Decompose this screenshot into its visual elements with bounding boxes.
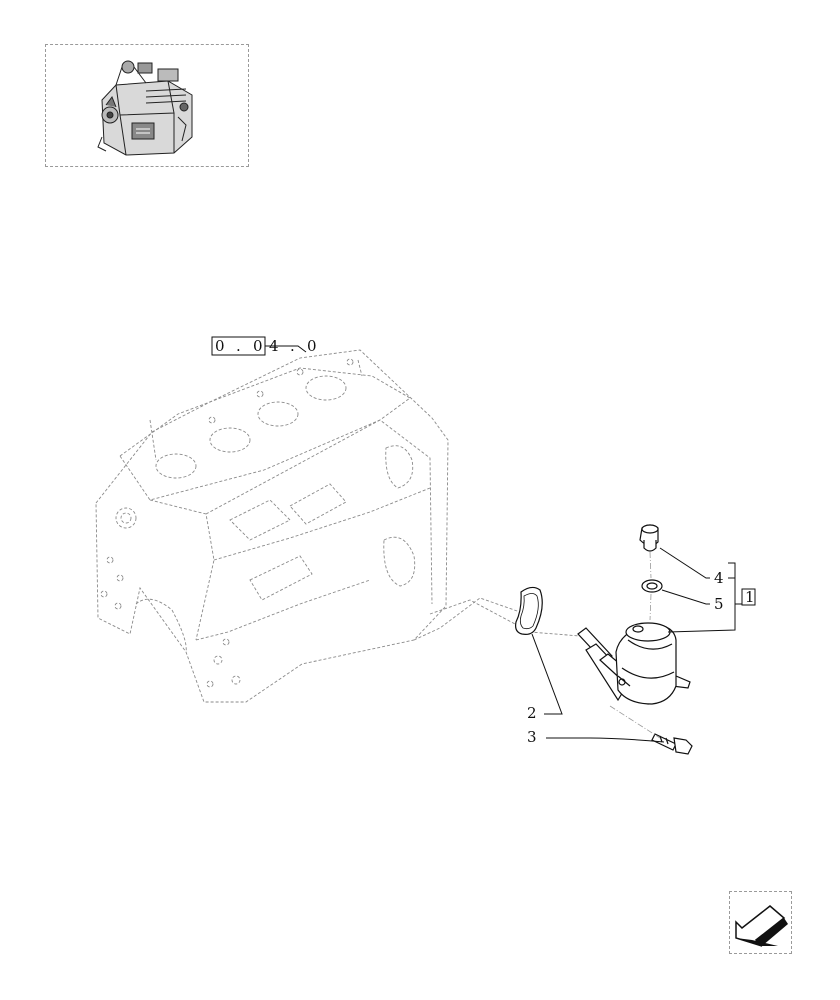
previous-page-arrow-icon [735,905,788,947]
feed-pump-part[interactable] [577,622,691,705]
reference-char: 0 [253,337,263,355]
reference-char: 0 [215,337,225,355]
callout-4: 4 [714,569,724,587]
gasket-part[interactable] [515,586,543,635]
seal-ring-part[interactable] [641,579,663,593]
previous-page-button[interactable] [729,891,792,954]
callout-3: 3 [527,728,537,746]
alignment-lines [609,551,661,739]
callout-2: 2 [527,704,537,722]
reference-char: . [236,337,241,355]
engine-assembly-icon [97,60,193,156]
cap-part[interactable] [639,524,659,552]
engine-thumbnail[interactable] [45,44,249,167]
callout-5: 5 [714,595,724,613]
callout-1: 1 [745,588,755,606]
leader-lines [531,547,742,743]
reference-char: 0 [307,337,317,355]
engine-block-ghost [95,349,581,703]
reference-label[interactable]: 0 . 0 4 . 0 [211,336,317,356]
callouts: 4 5 1 2 3 [527,569,756,746]
